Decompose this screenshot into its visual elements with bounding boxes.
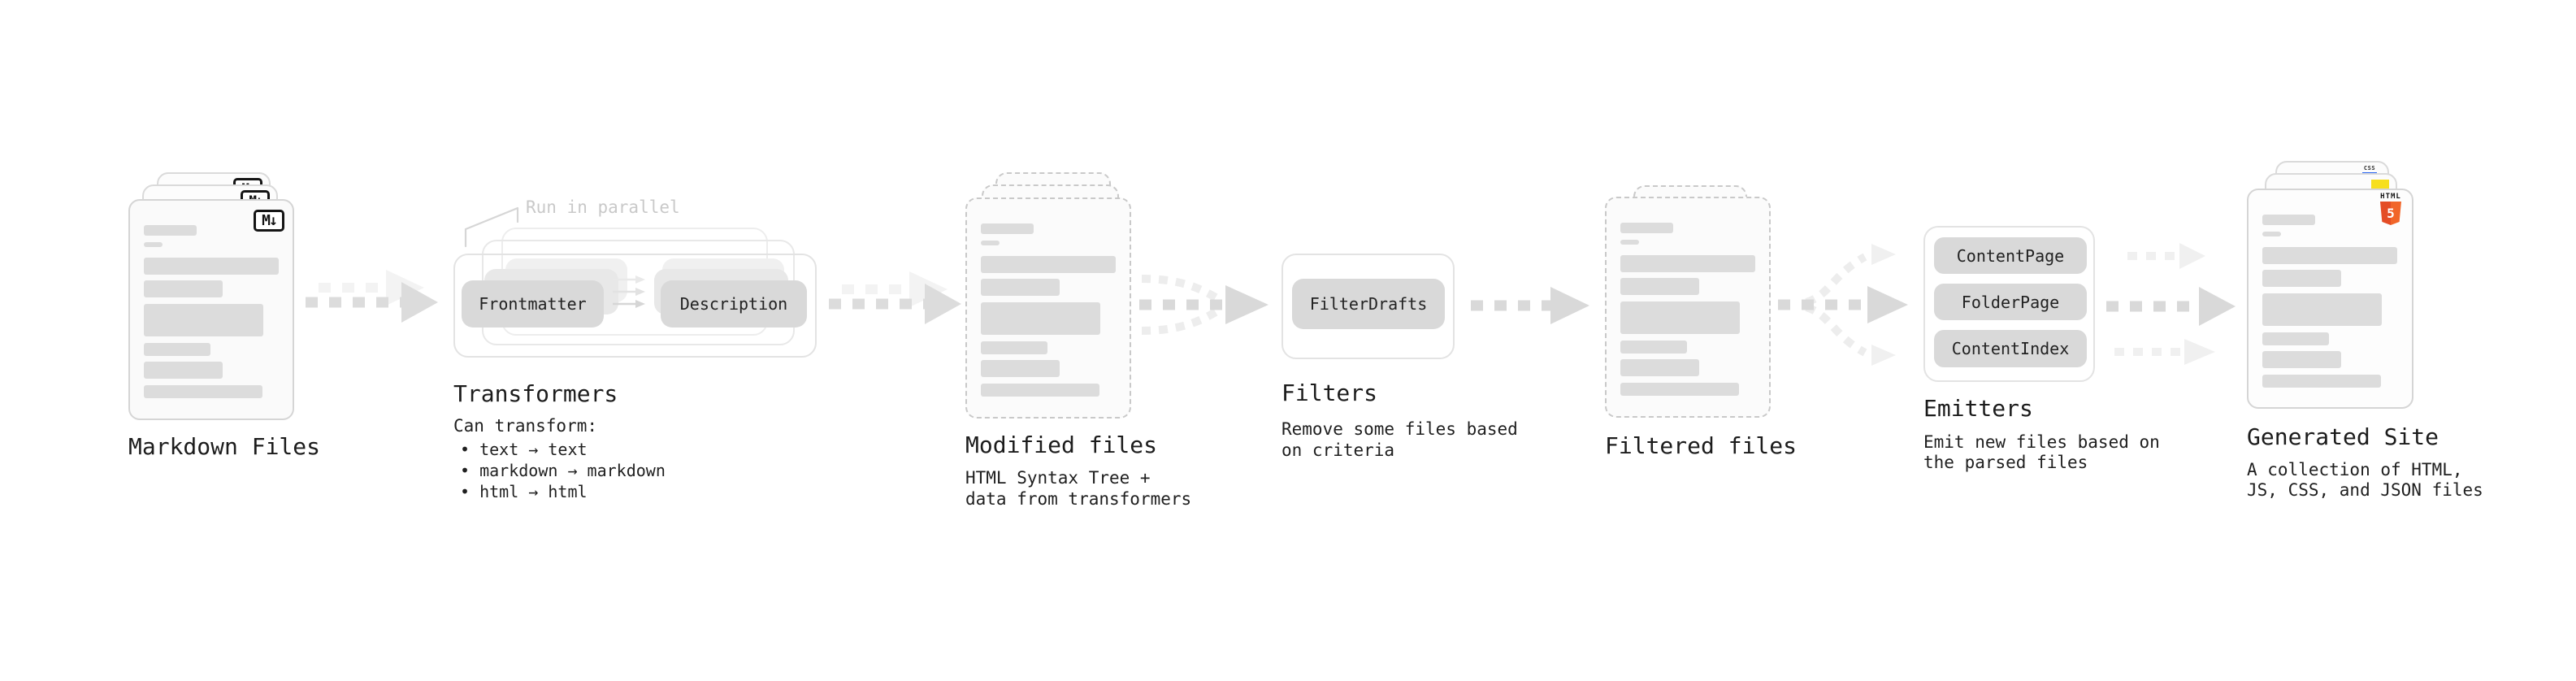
description-pill: Description — [661, 280, 807, 327]
transformers-bullet: • markdown → markdown — [460, 461, 666, 480]
placeholder-bar — [1620, 278, 1699, 295]
placeholder-bar — [2262, 232, 2281, 236]
placeholder-bar — [144, 280, 223, 297]
modified-files-desc: data from transformers — [965, 489, 1192, 509]
placeholder-bar — [2262, 270, 2341, 287]
placeholder-bar — [2262, 215, 2315, 225]
annotation-leader-line — [464, 206, 519, 248]
filtered-file-card-front — [1605, 197, 1771, 418]
run-in-parallel-annotation: Run in parallel — [526, 197, 680, 217]
placeholder-bar — [981, 384, 1099, 397]
placeholder-bar — [981, 223, 1034, 234]
flow-arrow-merge-into-filters — [1139, 275, 1268, 335]
filters-desc: on criteria — [1281, 440, 1395, 460]
markdown-file-card-front: M↓ — [128, 199, 294, 420]
placeholder-bar — [2262, 351, 2341, 368]
placeholder-bar — [981, 360, 1060, 377]
document-placeholder-lines — [1607, 198, 1769, 416]
transformers-bullet: • text → text — [460, 440, 588, 459]
placeholder-bar — [2262, 375, 2381, 388]
placeholder-bar — [144, 304, 263, 336]
generated-site-desc: A collection of HTML, — [2247, 460, 2463, 479]
modified-files-desc: HTML Syntax Tree + — [965, 468, 1151, 488]
placeholder-bar — [1620, 240, 1639, 245]
stage-label-filters: Filters — [1281, 380, 1378, 406]
html5-logo-icon: HTML 5 — [2377, 193, 2405, 225]
content-page-pill: ContentPage — [1934, 237, 2087, 274]
placeholder-bar — [981, 241, 1000, 245]
placeholder-bar — [981, 256, 1116, 273]
placeholder-bar — [981, 302, 1100, 335]
placeholder-bar — [144, 385, 262, 398]
generated-site-desc: JS, CSS, and JSON files — [2247, 480, 2483, 500]
site-file-card-html: HTML 5 — [2247, 189, 2413, 409]
modified-file-card-front — [965, 197, 1131, 419]
frontmatter-pill: Frontmatter — [462, 280, 604, 327]
flow-arrow-diverge-into-emitters — [1778, 244, 1908, 366]
flow-arrow-filters-to-filtered — [1471, 287, 1589, 324]
flow-arrow-markdown-to-transformers — [306, 270, 438, 323]
placeholder-bar — [2262, 247, 2397, 264]
placeholder-bar — [1620, 223, 1673, 233]
stage-label-transformers: Transformers — [453, 380, 618, 407]
stage-label-markdown-files: Markdown Files — [128, 433, 321, 460]
placeholder-bar — [2262, 293, 2382, 326]
placeholder-bar — [144, 343, 210, 356]
stage-label-filtered-files: Filtered files — [1605, 432, 1798, 459]
transformers-desc-title: Can transform: — [453, 416, 598, 436]
document-placeholder-lines — [2249, 190, 2412, 407]
emitters-desc: the parsed files — [1923, 453, 2088, 472]
document-placeholder-lines — [130, 201, 293, 419]
transformers-bullet: • html → html — [460, 482, 588, 501]
transformer-layer-box-front — [453, 254, 817, 358]
filter-drafts-pill: FilterDrafts — [1292, 279, 1445, 329]
folder-page-pill: FolderPage — [1934, 284, 2087, 320]
stage-label-modified-files: Modified files — [965, 432, 1158, 458]
filters-desc: Remove some files based — [1281, 419, 1518, 439]
content-index-pill: ContentIndex — [1934, 330, 2087, 367]
document-placeholder-lines — [967, 199, 1130, 417]
transform-step-arrows — [613, 275, 645, 308]
placeholder-bar — [1620, 359, 1699, 376]
placeholder-bar — [144, 362, 223, 379]
placeholder-bar — [981, 341, 1047, 354]
markdown-icon: M↓ — [254, 210, 284, 232]
stage-label-emitters: Emitters — [1923, 395, 2033, 422]
placeholder-bar — [1620, 340, 1687, 354]
emitters-desc: Emit new files based on — [1923, 432, 2160, 452]
placeholder-bar — [981, 279, 1060, 296]
placeholder-bar — [144, 242, 163, 247]
flow-arrows-emitters-to-site — [2106, 243, 2236, 365]
stage-label-generated-site: Generated Site — [2247, 423, 2439, 450]
placeholder-bar — [144, 225, 197, 236]
placeholder-bar — [144, 258, 279, 275]
placeholder-bar — [1620, 301, 1740, 334]
placeholder-bar — [2262, 332, 2329, 345]
placeholder-bar — [1620, 255, 1755, 272]
placeholder-bar — [1620, 383, 1739, 396]
flow-arrow-transformers-to-modified — [829, 271, 961, 324]
